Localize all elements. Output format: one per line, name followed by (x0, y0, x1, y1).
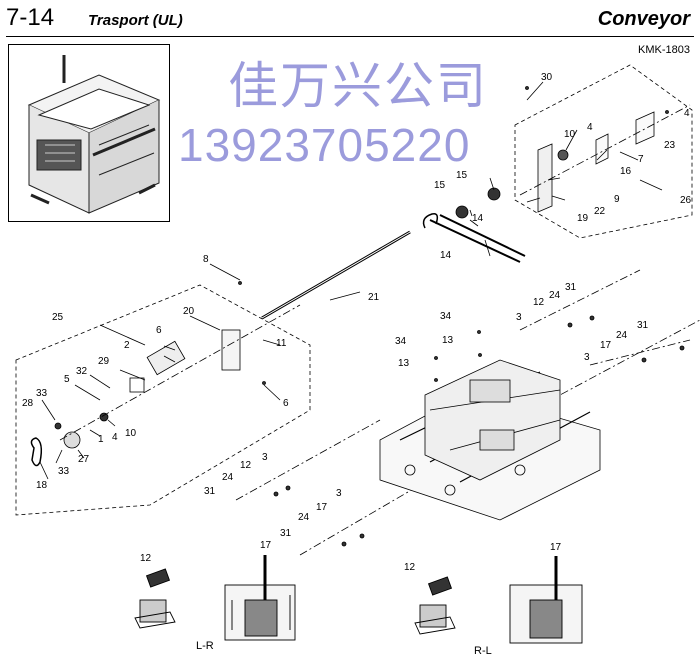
part-label-p31b: 31 (637, 320, 649, 331)
part-label-p3b: 3 (584, 352, 590, 363)
view-label-rl: R-L (474, 645, 492, 657)
part-label-p14b: 14 (440, 250, 452, 261)
assembly-26-box (514, 64, 693, 239)
part-label-p5: 5 (64, 374, 70, 385)
machine-illustration (27, 55, 161, 214)
belt-18 (30, 437, 43, 467)
part-label-p12a: 12 (533, 297, 545, 308)
part-label-p15a: 15 (434, 180, 446, 191)
part-label-p12b: 12 (240, 460, 252, 471)
part-label-p27: 27 (78, 454, 90, 465)
part-label-p33b: 33 (58, 466, 70, 477)
part-label-p20: 20 (183, 306, 195, 317)
part-label-p17a: 17 (600, 340, 612, 351)
part-label-p3c: 3 (262, 452, 268, 463)
part-label-p28: 28 (22, 398, 34, 409)
bracket-20 (221, 329, 241, 371)
part-label-p12c: 12 (140, 553, 152, 564)
part-label-p17d: 17 (550, 542, 562, 553)
part-label-p11: 11 (276, 338, 287, 349)
header-rule (6, 36, 694, 37)
part-label-p21: 21 (368, 292, 380, 303)
part-label-p14a: 14 (472, 213, 484, 224)
part-label-p31d: 31 (280, 528, 292, 539)
view-label-lr: L-R (196, 640, 214, 652)
part-label-p31c: 31 (204, 486, 216, 497)
bracket-23 (635, 111, 655, 145)
part-label-p24a: 24 (549, 290, 561, 301)
part-label-p13a: 13 (442, 335, 454, 346)
part-label-p6a: 6 (156, 325, 162, 336)
watermark-company: 佳万兴公司 (228, 57, 488, 115)
part-label-p18: 18 (36, 480, 48, 491)
part-label-p24c: 24 (222, 472, 234, 483)
part-label-p10b: 10 (125, 428, 137, 439)
rod-14 (429, 214, 526, 263)
part-label-p4c: 4 (112, 432, 118, 443)
pulley-15b (487, 187, 501, 201)
bracket-16 (595, 133, 609, 165)
section-title: Conveyor (597, 8, 690, 30)
part-label-p22: 22 (594, 206, 606, 217)
part-label-p17b: 17 (316, 502, 328, 513)
part-label-p16: 16 (620, 166, 632, 177)
part-label-p33a: 33 (36, 388, 48, 399)
machine-thumbnail (8, 44, 170, 222)
view-lr-drawing (134, 555, 296, 641)
page-title: Trasport (UL) (88, 12, 183, 29)
gear-4 (99, 412, 109, 422)
part-label-p13b: 13 (398, 358, 410, 369)
part-label-p34b: 34 (395, 336, 407, 347)
pulley-15a (455, 205, 469, 219)
pulley-27 (63, 431, 81, 449)
part-label-p2: 2 (124, 340, 130, 351)
part-label-p26: 26 (680, 195, 692, 206)
bracket-19 (537, 143, 553, 213)
part-label-p15b: 15 (456, 170, 468, 181)
part-label-p34a: 34 (440, 311, 452, 322)
part-label-p25: 25 (52, 312, 64, 323)
part-label-p24b: 24 (616, 330, 628, 341)
part-label-p3a: 3 (516, 312, 522, 323)
part-label-p10a: 10 (564, 129, 576, 140)
part-label-p4a: 4 (684, 108, 690, 119)
page-number: 7-14 (6, 4, 55, 31)
part-label-p30: 30 (541, 72, 553, 83)
part-label-p17c: 17 (260, 540, 272, 551)
model-code: KMK-1803 (638, 44, 690, 56)
part-label-p31a: 31 (565, 282, 577, 293)
part-label-p3d: 3 (336, 488, 342, 499)
part-label-p23: 23 (664, 140, 676, 151)
part-label-p19: 19 (577, 213, 589, 224)
part-label-p7: 7 (638, 154, 644, 165)
part-label-p8: 8 (203, 254, 209, 265)
part-label-p6b: 6 (283, 398, 289, 409)
part-label-p32: 32 (76, 366, 88, 377)
assembly-25-box (15, 284, 311, 516)
watermark-phone: 13923705220 (178, 119, 471, 171)
view-rl-drawing (414, 556, 583, 644)
part-label-p24d: 24 (298, 512, 310, 523)
motor-2 (146, 340, 186, 376)
part-label-p12d: 12 (404, 562, 416, 573)
plate-29 (129, 377, 145, 393)
part-label-p4b: 4 (587, 122, 593, 133)
part-label-p29: 29 (98, 356, 110, 367)
part-label-p9: 9 (614, 194, 620, 205)
part-label-p1: 1 (98, 434, 104, 445)
